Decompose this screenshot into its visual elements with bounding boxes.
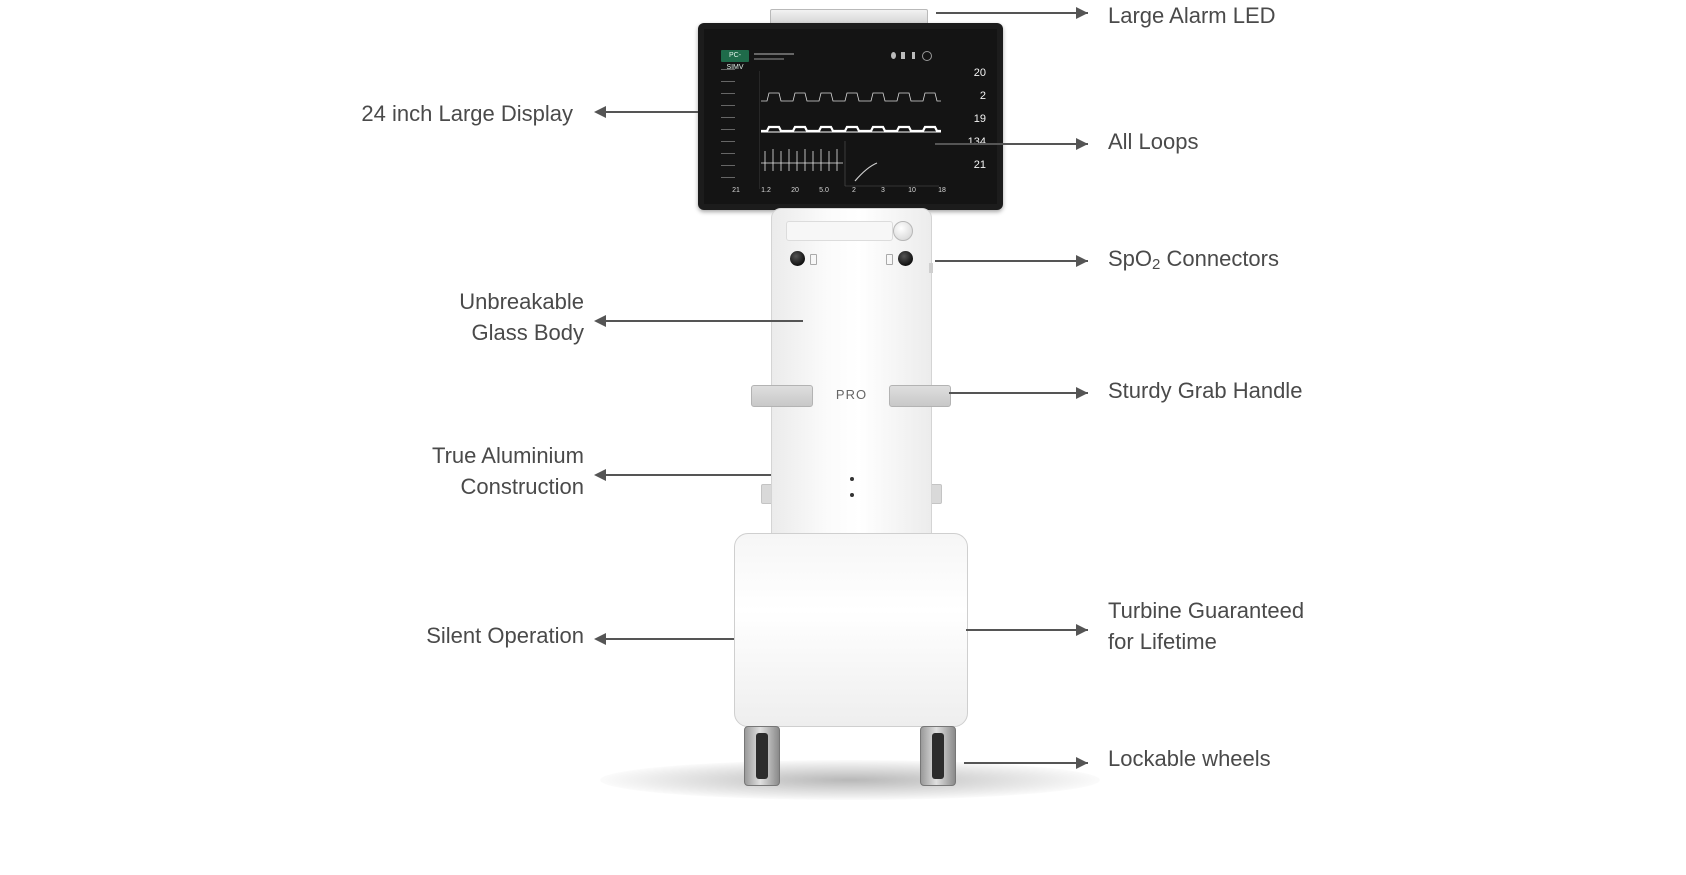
callout-line: True Aluminium (431, 443, 584, 468)
screen-header-strip (754, 53, 794, 55)
floor-shadow (600, 760, 1100, 800)
arrow-head (1076, 387, 1088, 399)
parameter-value: 21 (973, 159, 986, 171)
parameter-value: 20 (973, 67, 986, 79)
callout-spo2: SpO2 Connectors (1108, 243, 1279, 274)
callout-line: Lockable wheels (1108, 746, 1271, 771)
mode-badge: PC-SIMV (721, 50, 749, 71)
arrow-head (594, 315, 606, 327)
arrow-head (1076, 138, 1088, 150)
wheel-tire (756, 733, 768, 779)
callout-grab-handle: Sturdy Grab Handle (1108, 375, 1302, 406)
lockable-wheel-right (920, 726, 956, 786)
parameter-value: 134 (967, 136, 986, 148)
glass-body-column: PRO (771, 208, 933, 543)
parameter-value: 19 (973, 113, 986, 125)
power-icon (912, 52, 915, 59)
callout-arrow-aluminium (606, 474, 771, 476)
callout-alarm-led: Large Alarm LED (1108, 0, 1276, 31)
flow-waveform (761, 125, 941, 133)
bottom-setting-value: 1.2 (761, 187, 771, 194)
callout-arrow-wheels (964, 762, 1088, 764)
bottom-setting-value: 5.0 (819, 187, 829, 194)
callout-arrow-loops (935, 143, 1088, 145)
callout-aluminium: True Aluminium Construction (432, 440, 584, 502)
settings-icon (922, 51, 932, 61)
side-connector-tab (929, 263, 933, 273)
callout-line: for Lifetime (1108, 629, 1217, 654)
control-panel-strip (786, 221, 893, 241)
callout-line: Silent Operation (426, 623, 584, 648)
indicator-dot (850, 493, 854, 497)
spo2-prefix: SpO (1108, 246, 1153, 271)
bottom-setting-value: 10 (908, 187, 916, 194)
arrow-head (1076, 7, 1088, 19)
callout-loops: All Loops (1108, 126, 1199, 157)
spo2-connector-left (790, 251, 805, 266)
bottom-setting-value: 2 (852, 187, 856, 194)
arrow-head (594, 106, 606, 118)
control-dial (893, 221, 913, 241)
callout-arrow-grab-handle (949, 392, 1088, 394)
callout-line: Turbine Guaranteed (1108, 598, 1305, 623)
arrow-head (594, 633, 606, 645)
brand-label: PRO (835, 387, 868, 402)
battery-icon (901, 52, 905, 59)
callout-arrow-spo2 (935, 260, 1088, 262)
bottom-setting-value: 18 (938, 187, 946, 194)
screen-header-strip (754, 58, 784, 60)
callout-wheels: Lockable wheels (1108, 743, 1271, 774)
arrow-head (594, 469, 606, 481)
turbine-base-unit (734, 533, 968, 727)
callout-glass-body: Unbreakable Glass Body (459, 286, 584, 348)
callout-line: Construction (460, 474, 584, 499)
spo2-connector-right (898, 251, 913, 266)
connector-port-icon (810, 254, 817, 265)
callout-turbine: Turbine Guaranteed for Lifetime (1108, 595, 1304, 657)
bottom-setting-value: 3 (881, 187, 885, 194)
pressure-waveform (761, 92, 941, 102)
callout-arrow-glass-body (606, 320, 803, 322)
arrow-head (1076, 757, 1088, 769)
lockable-wheel-left (744, 726, 780, 786)
monitor-screen: PC-SIMV (704, 29, 997, 204)
callout-line: All Loops (1108, 129, 1199, 154)
callout-line: 24 inch Large Display (361, 101, 573, 126)
connector-port-icon (886, 254, 893, 265)
screen-left-labels (721, 69, 735, 187)
bottom-setting-value: 20 (791, 187, 799, 194)
callout-line: Large Alarm LED (1108, 3, 1276, 28)
wheel-tire (932, 733, 944, 779)
callout-silent: Silent Operation (426, 620, 584, 651)
parameter-value: 2 (979, 90, 986, 102)
callout-display: 24 inch Large Display (361, 98, 573, 129)
arrow-head (1076, 624, 1088, 636)
grab-handle-left[interactable] (751, 385, 813, 407)
waveform-area (759, 71, 941, 189)
callout-line: Glass Body (471, 320, 585, 345)
callout-arrow-alarm-led (936, 12, 1088, 14)
bottom-setting-value: 21 (732, 187, 740, 194)
indicator-dot (850, 477, 854, 481)
pressure-volume-loop (854, 162, 878, 182)
callout-line: Unbreakable (459, 289, 584, 314)
spo2-subscript: 2 (1152, 256, 1161, 273)
spo2-suffix: Connectors (1160, 246, 1279, 271)
monitor: PC-SIMV (698, 23, 1003, 210)
callout-arrow-display (606, 111, 698, 113)
volume-waveform (761, 149, 843, 171)
callout-arrow-silent (606, 638, 734, 640)
drop-icon (891, 52, 896, 59)
callout-line: Sturdy Grab Handle (1108, 378, 1303, 403)
grab-handle-right[interactable] (889, 385, 951, 407)
arrow-head (1076, 255, 1088, 267)
callout-arrow-turbine (966, 629, 1088, 631)
